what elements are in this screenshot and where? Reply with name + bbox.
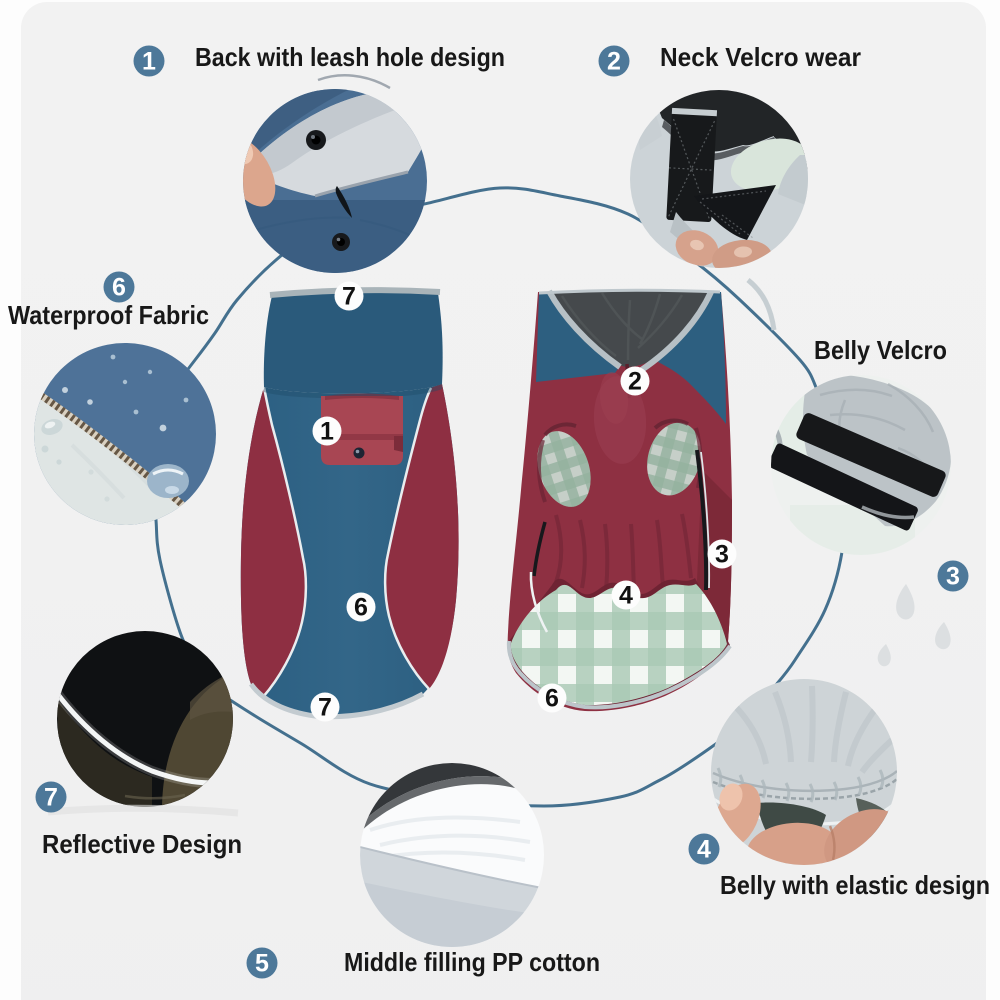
svg-text:Belly Velcro: Belly Velcro xyxy=(814,335,947,365)
svg-text:Back with leash hole design: Back with leash hole design xyxy=(195,42,505,72)
svg-text:2: 2 xyxy=(607,48,621,76)
svg-text:Reflective Design: Reflective Design xyxy=(42,829,242,859)
svg-text:Belly with elastic design: Belly with elastic design xyxy=(720,870,990,900)
svg-text:3: 3 xyxy=(715,541,729,569)
svg-text:7: 7 xyxy=(342,283,356,311)
svg-text:Waterproof Fabric: Waterproof Fabric xyxy=(8,300,209,330)
svg-text:1: 1 xyxy=(320,418,334,446)
svg-text:3: 3 xyxy=(946,563,960,591)
svg-text:4: 4 xyxy=(697,836,711,864)
svg-text:6: 6 xyxy=(112,274,126,302)
svg-text:Middle filling PP cotton: Middle filling PP cotton xyxy=(344,947,600,977)
svg-text:Neck Velcro wear: Neck Velcro wear xyxy=(660,42,861,72)
svg-text:6: 6 xyxy=(545,685,559,713)
svg-text:5: 5 xyxy=(255,950,269,978)
svg-text:4: 4 xyxy=(619,582,633,610)
svg-text:2: 2 xyxy=(628,368,642,396)
svg-text:1: 1 xyxy=(142,48,156,76)
svg-text:7: 7 xyxy=(318,694,332,722)
svg-text:6: 6 xyxy=(354,594,368,622)
svg-text:7: 7 xyxy=(44,784,58,812)
